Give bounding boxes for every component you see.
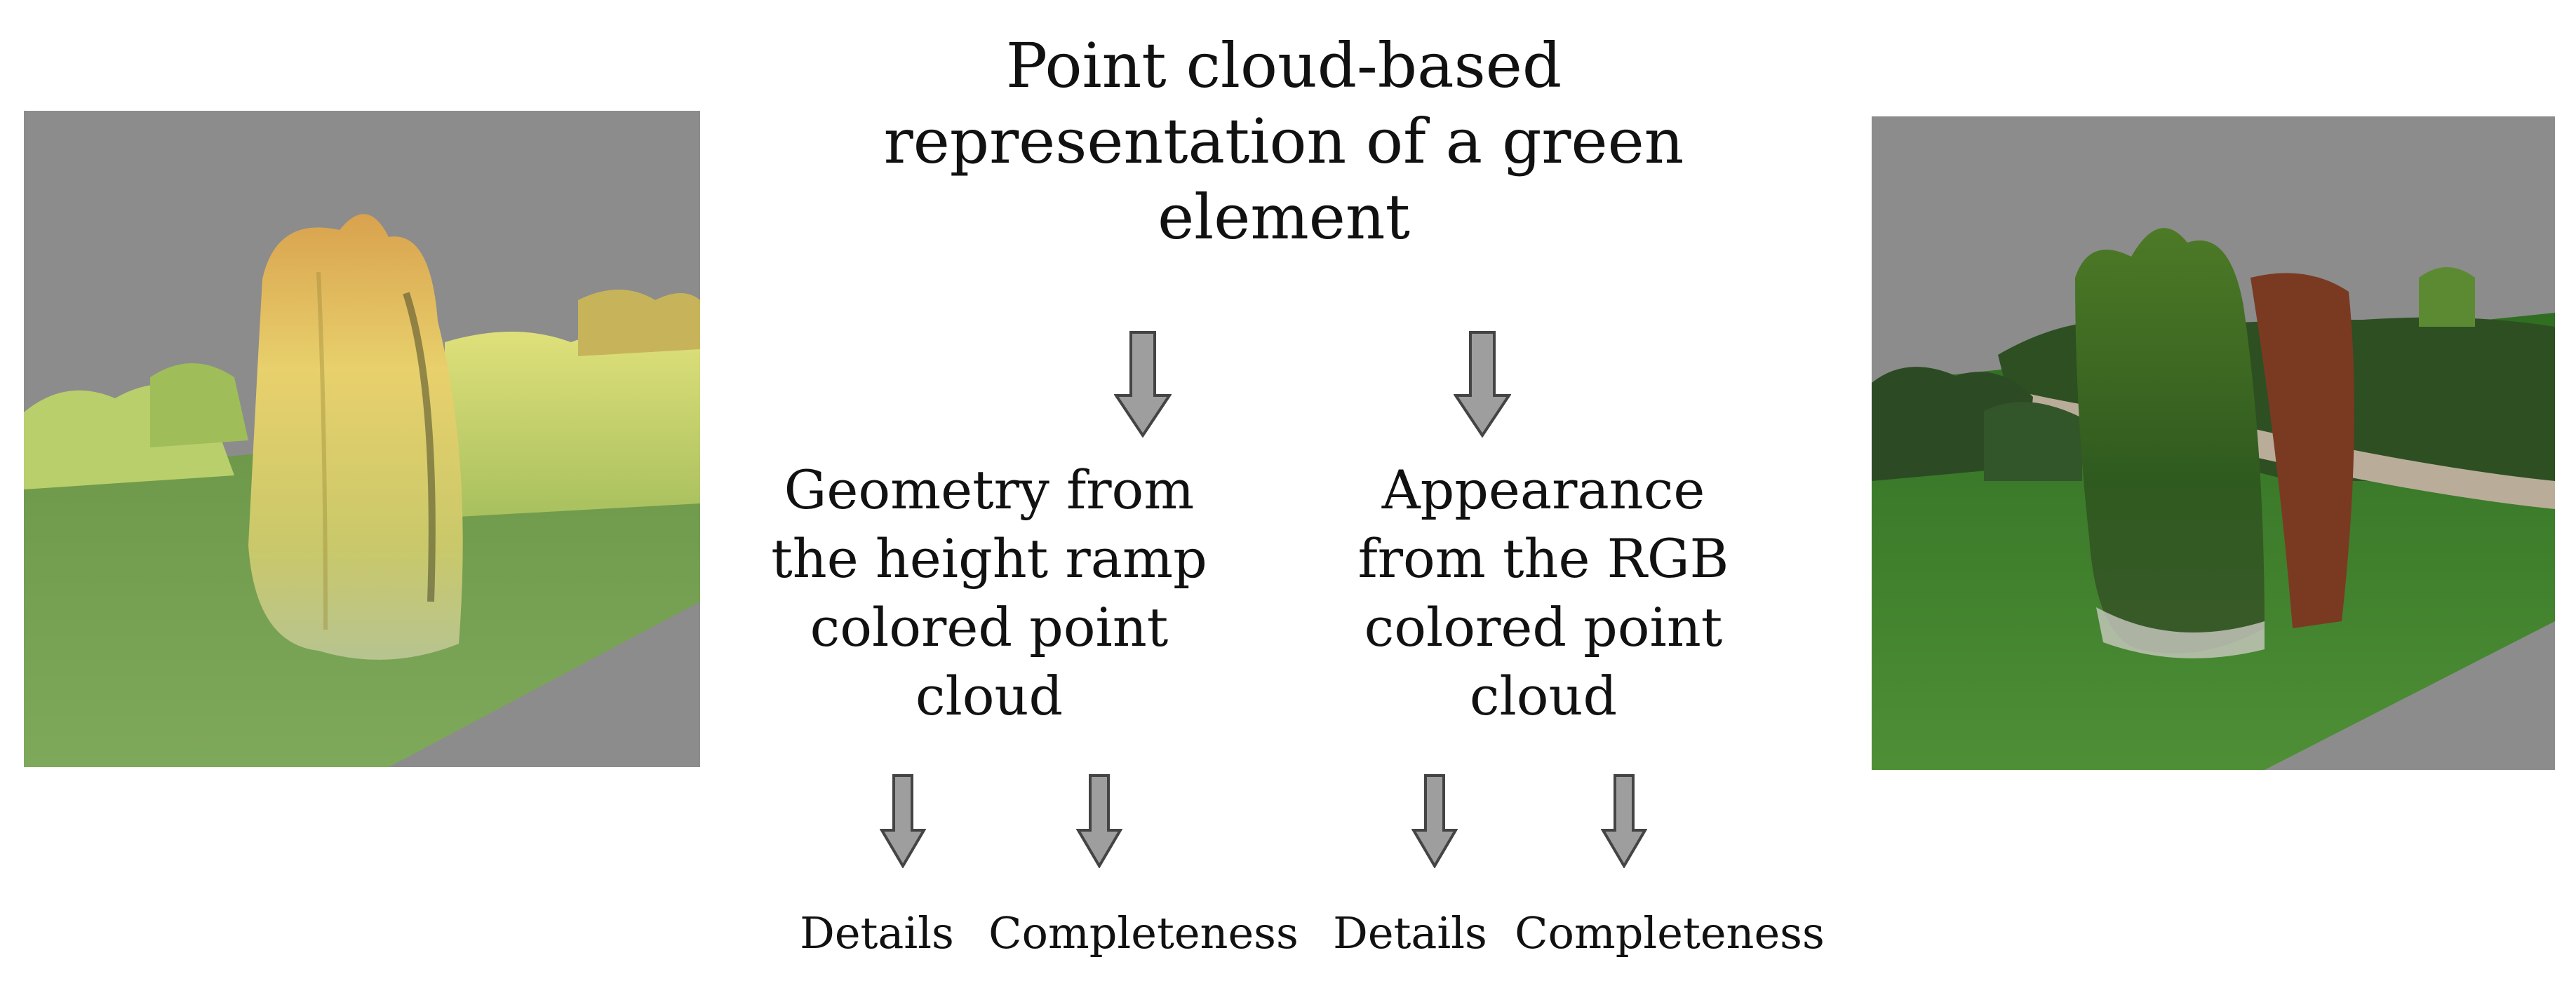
arrow-down-icon [1114,331,1172,438]
appearance-completeness-label: Completeness [1515,907,1825,959]
arrow-down-icon-shape [1454,331,1511,438]
geometry-details-label: Details [800,907,954,959]
arrow-down-icon-shape [1114,331,1172,438]
arrow-down-icon [1076,774,1122,868]
appearance-branch-label: Appearance from the RGB colored point cl… [1357,459,1729,727]
diagram-title: Point cloud-based representation of a gr… [883,29,1684,253]
geometry-completeness-label: Completeness [988,907,1299,959]
height-ramp-point-cloud-image [24,111,700,767]
height-ramp-render [24,111,700,767]
arrow-down-icon-shape [880,774,926,868]
geometry-branch-label: Geometry from the height ramp colored po… [771,459,1207,727]
arrow-down-icon-shape [1411,774,1458,868]
rgb-render [1872,116,2555,770]
arrow-down-icon [880,774,926,868]
arrow-down-icon-shape [1601,774,1647,868]
appearance-details-label: Details [1333,907,1487,959]
rgb-point-cloud-image [1872,116,2555,770]
arrow-down-icon-shape [1076,774,1122,868]
arrow-down-icon [1601,774,1647,868]
arrow-down-icon [1411,774,1458,868]
arrow-down-icon [1454,331,1511,438]
